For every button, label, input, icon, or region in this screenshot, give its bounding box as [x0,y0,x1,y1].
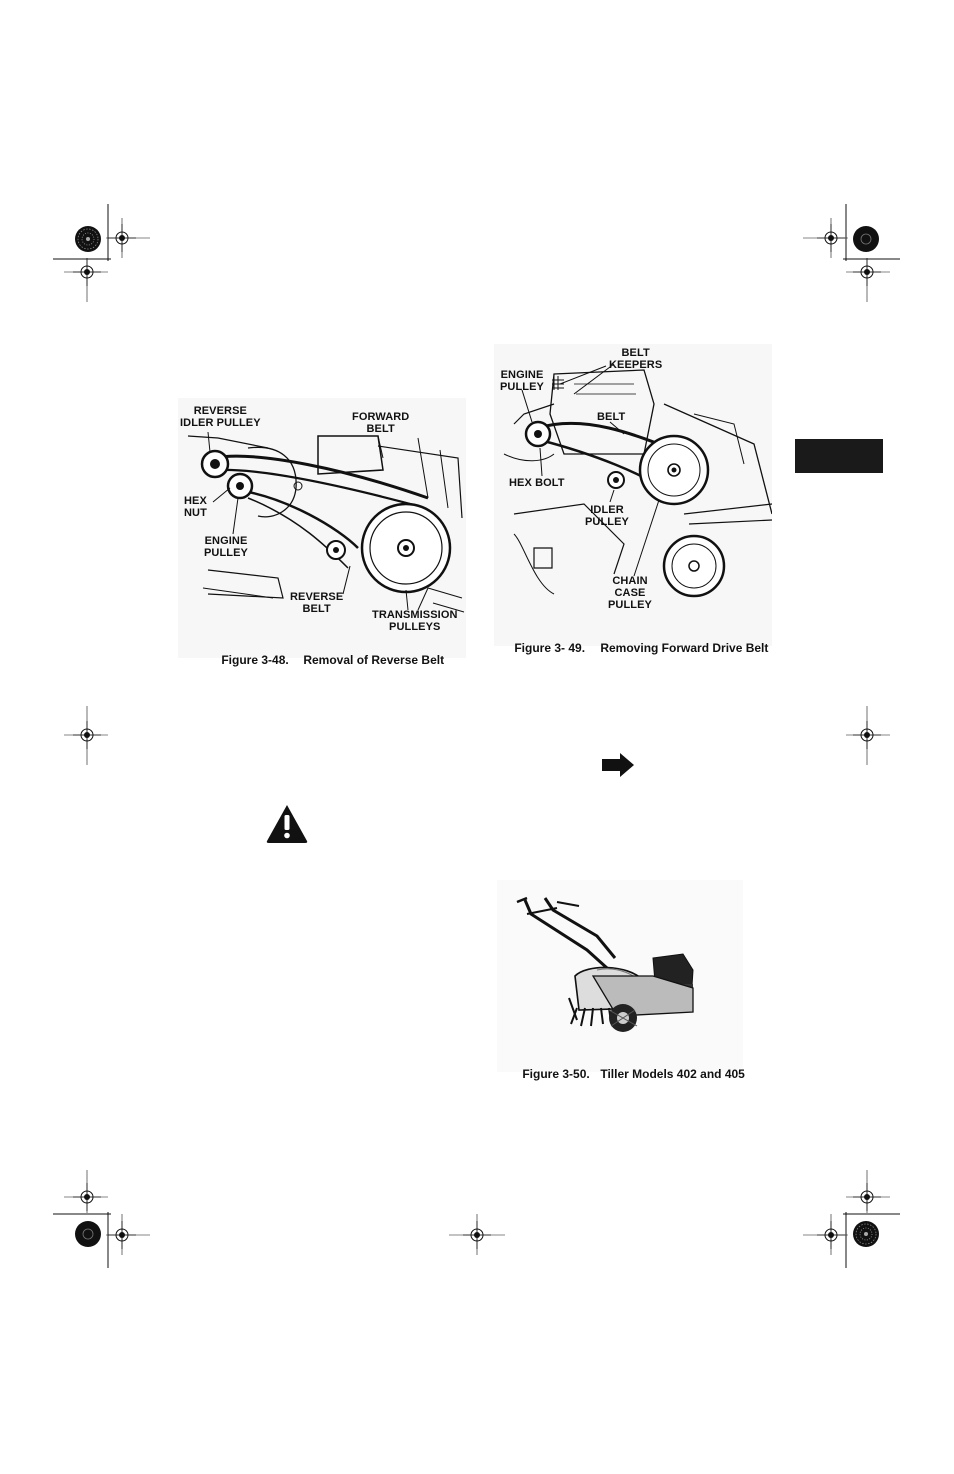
label-engine-pulley: ENGINE PULLEY [204,535,248,559]
caption-number: Figure 3-48. [221,653,289,667]
warning-triangle-icon [266,805,308,843]
figure-3-50: Figure 3-50. Tiller Models 402 and 405 [497,880,745,1081]
label-forward-belt: FORWARD BELT [352,411,410,435]
forward-belt-illustration [503,363,772,598]
caption-text: Tiller Models 402 and 405 [600,1067,745,1081]
figure-3-49: ENGINE PULLEY BELT KEEPERS BELT HEX BOLT… [494,344,772,655]
label-hex-bolt: HEX BOLT [509,477,565,489]
label-engine-pulley: ENGINE PULLEY [500,369,544,393]
label-hex-nut: HEX NUT [184,495,207,519]
label-idler-pulley: IDLER PULLEY [585,504,629,528]
label-belt: BELT [597,411,626,423]
section-tab [795,439,883,473]
caption-text: Removing Forward Drive Belt [600,641,769,655]
figure-3-49-caption: Figure 3- 49. Removing Forward Drive Belt [501,627,768,669]
label-reverse-idler-pulley: REVERSE IDLER PULLEY [180,405,261,429]
caption-number: Figure 3- 49. [514,641,586,655]
label-chain-case-pulley: CHAIN CASE PULLEY [608,575,652,611]
figure-3-48-caption: Figure 3-48. Removal of Reverse Belt [208,639,444,681]
figure-3-50-caption: Figure 3-50. Tiller Models 402 and 405 [509,1053,745,1095]
caption-number: Figure 3-50. [522,1067,590,1081]
label-transmission-pulleys: TRANSMISSION PULLEYS [372,609,458,633]
reverse-belt-illustration [187,431,465,613]
label-belt-keepers: BELT KEEPERS [609,347,663,371]
right-arrow-icon [602,753,634,777]
figure-3-48: REVERSE IDLER PULLEY FORWARD BELT HEX NU… [178,398,466,667]
tiller-illustration [516,896,694,1032]
label-reverse-belt: REVERSE BELT [290,591,344,615]
caption-text: Removal of Reverse Belt [303,653,445,667]
